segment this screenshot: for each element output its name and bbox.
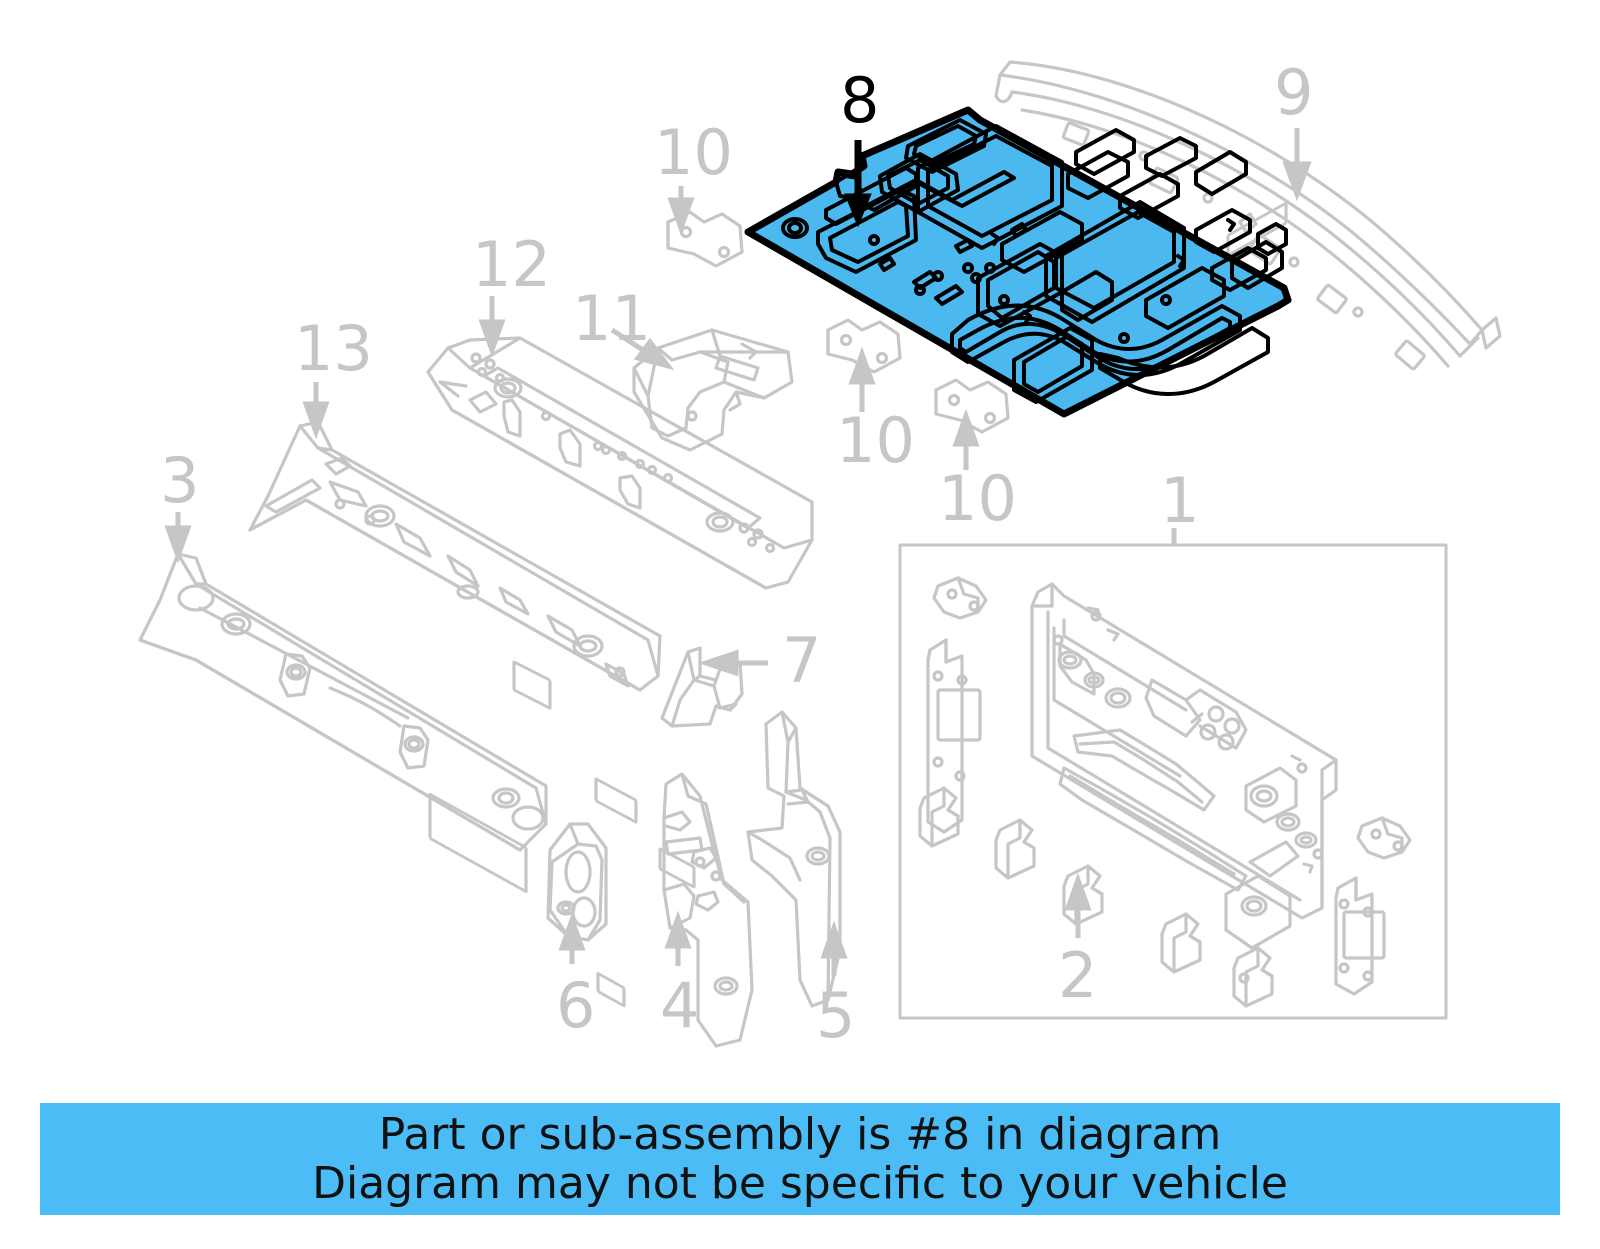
part-2-clip-brackets [918,786,1274,1008]
callout-arrow-3 [164,512,192,564]
callout-arrow-12 [478,296,506,358]
part-10-bracket-lower [934,378,1010,434]
callout-arrow-2 [1064,872,1092,938]
callout-label-4: 4 [660,969,700,1042]
callout-arrow-10b [848,346,876,412]
part-3-lower-cross-member [138,552,548,852]
callout-arrow-6 [558,912,586,964]
callout-label-7: 7 [782,624,822,697]
callout-arrow-10a [667,186,695,236]
callout-arrow-13 [302,382,330,440]
callout-arrows-group [164,128,1312,976]
banner-line-part-number: Part or sub-assembly is #8 in diagram [378,1108,1222,1160]
callout-arrow-7 [698,649,768,677]
callout-label-10-middle: 10 [836,404,915,477]
part-10-bracket-middle [826,318,902,374]
callout-arrow-9 [1282,128,1312,202]
inactive-parts-group [138,60,1502,1048]
part-11-reinforcement [632,328,794,452]
callout-arrow-11 [610,327,675,371]
callout-label-8: 8 [840,64,880,137]
part-13-cross-member [248,420,662,1008]
callout-label-3: 3 [160,444,200,517]
callout-label-10-lower: 10 [938,462,1017,535]
callout-label-13: 13 [294,312,373,385]
callout-arrow-5 [820,920,848,976]
part-12-upper-cross-member [426,336,814,889]
callout-label-2: 2 [1058,939,1098,1012]
callout-arrow-8 [844,140,872,228]
banner-line-disclaimer: Diagram may not be specific to your vehi… [312,1158,1288,1209]
callout-label-1: 1 [1160,464,1200,537]
part-6-small-bracket [546,822,608,942]
part-5-pillar [746,710,842,1008]
part-8-roof-panel-highlighted [744,106,1292,418]
callout-arrow-10c [952,408,980,470]
part-1-rear-body-panel-assembly [918,201,1412,1008]
callout-label-10-upper: 10 [654,116,733,189]
callout-label-6: 6 [556,969,596,1042]
callout-arrow-4 [664,910,692,966]
callout-label-11: 11 [572,282,651,355]
info-banner: Part or sub-assembly is #8 in diagram Di… [40,1103,1560,1215]
callout-label-12: 12 [472,228,551,301]
part-4-bracket [662,772,754,1048]
callout-label-5: 5 [816,979,856,1052]
part-9-roof-rail [994,60,1502,371]
callout-label-9: 9 [1274,56,1314,129]
